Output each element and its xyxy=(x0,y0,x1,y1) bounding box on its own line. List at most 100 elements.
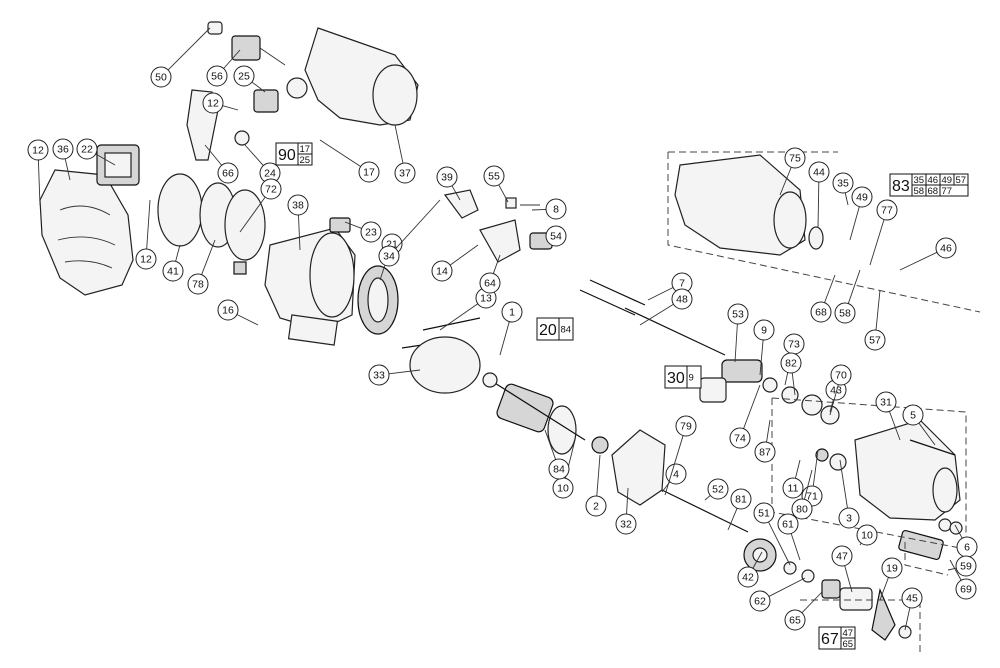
part-callout-22: 22 xyxy=(76,138,116,166)
part-callout-87: 87 xyxy=(754,419,776,463)
callout-number: 33 xyxy=(373,370,385,382)
callout-number: 9 xyxy=(761,325,767,337)
callout-number: 82 xyxy=(785,358,797,370)
callout-circle xyxy=(830,364,852,386)
callout-circle xyxy=(206,65,228,87)
part-illustrations xyxy=(39,21,963,641)
callout-leader-line xyxy=(844,192,849,206)
callout-number: 10 xyxy=(861,530,873,542)
callout-circle xyxy=(368,364,390,386)
kit-sub-number: 57 xyxy=(956,175,967,186)
callout-number: 48 xyxy=(676,294,688,306)
part-callout-16: 16 xyxy=(217,299,259,326)
handle-housing-shape xyxy=(39,169,134,296)
callout-number: 12 xyxy=(207,98,219,110)
callout-leader-line xyxy=(844,565,853,593)
callout-number: 50 xyxy=(155,72,167,84)
callout-circle xyxy=(665,463,687,485)
callout-leader-line xyxy=(344,221,362,229)
callout-circle xyxy=(360,221,382,243)
callout-number: 71 xyxy=(806,491,818,503)
callout-number: 19 xyxy=(886,563,898,575)
callout-circle xyxy=(856,524,878,546)
callout-leader-line xyxy=(439,303,479,331)
callout-leader-line xyxy=(794,459,801,479)
callout-leader-line xyxy=(223,49,241,69)
callout-number: 64 xyxy=(484,278,496,290)
part-callout-2: 2 xyxy=(585,454,607,517)
callout-circle xyxy=(754,441,776,463)
callout-circle xyxy=(483,165,505,187)
callout-number: 5 xyxy=(910,410,916,422)
kit-sub-number: 46 xyxy=(928,175,939,186)
callout-circle xyxy=(851,186,873,208)
callout-number: 2 xyxy=(593,501,599,513)
callout-leader-line xyxy=(849,206,860,241)
callout-leader-line xyxy=(167,27,211,71)
callout-number: 42 xyxy=(742,572,754,584)
armature-shape xyxy=(496,383,554,433)
callout-number: 8 xyxy=(553,204,559,216)
part-callout-6: 6 xyxy=(954,524,978,558)
callout-circle xyxy=(545,198,567,220)
callout-number: 87 xyxy=(759,447,771,459)
gear-case-shape xyxy=(611,429,666,506)
callout-number: 22 xyxy=(81,144,93,156)
part-callout-72: 72 xyxy=(239,178,282,233)
part-callout-52: 52 xyxy=(704,478,729,501)
part-callout-78: 78 xyxy=(187,239,216,295)
callout-number: 53 xyxy=(732,309,744,321)
callout-number: 61 xyxy=(782,519,794,531)
part-callout-77: 77 xyxy=(869,199,898,266)
callout-number: 79 xyxy=(680,421,692,433)
part-callout-10: 10 xyxy=(552,439,576,499)
callout-leader-line xyxy=(388,369,421,375)
callout-leader-line xyxy=(146,199,151,250)
callout-number: 52 xyxy=(712,484,724,496)
part-callout-5: 5 xyxy=(902,404,936,446)
part-callout-61: 61 xyxy=(777,513,801,561)
callout-leader-line xyxy=(875,289,881,331)
callout-number: 31 xyxy=(880,397,892,409)
part-callout-81: 81 xyxy=(727,488,752,531)
callout-circle xyxy=(780,352,802,374)
kit-sub-number: 58 xyxy=(914,186,925,197)
callout-leader-line xyxy=(734,323,738,363)
label-plate-shape xyxy=(287,314,339,346)
motor-housing-shape xyxy=(674,154,806,256)
part-callout-56: 56 xyxy=(206,49,241,87)
part-callout-64: 64 xyxy=(479,254,501,294)
kit-sub-number: 25 xyxy=(300,155,311,166)
callout-number: 7 xyxy=(679,278,685,290)
callout-leader-line xyxy=(449,244,479,266)
part-callout-3: 3 xyxy=(838,459,860,529)
callout-number: 84 xyxy=(553,464,565,476)
callout-leader-line xyxy=(839,459,848,509)
callout-circle xyxy=(217,162,239,184)
callout-number: 1 xyxy=(509,307,515,319)
kit-sub-number: 65 xyxy=(843,639,854,650)
callout-leader-line xyxy=(804,469,813,500)
callout-circle xyxy=(187,273,209,295)
callout-number: 70 xyxy=(835,370,847,382)
callout-circle xyxy=(777,513,799,535)
part-callout-10: 10 xyxy=(856,524,878,546)
callout-circle xyxy=(864,329,886,351)
kit-sub-number: 84 xyxy=(561,325,572,336)
callout-leader-line xyxy=(664,435,684,496)
part-callout-1: 1 xyxy=(499,301,523,356)
callout-number: 56 xyxy=(211,71,223,83)
part-callout-35: 35 xyxy=(832,172,854,206)
callout-leader-line xyxy=(37,159,41,206)
callout-leader-line xyxy=(889,411,901,441)
kit-main-number: 30 xyxy=(667,370,685,387)
part-callout-59: 59 xyxy=(947,555,977,577)
callout-number: 51 xyxy=(758,508,770,520)
callout-circle xyxy=(202,92,224,114)
callout-circle xyxy=(436,166,458,188)
part-callout-68: 68 xyxy=(810,274,836,323)
callout-circle xyxy=(831,545,853,567)
callout-circle xyxy=(808,161,830,183)
callout-leader-line xyxy=(801,591,823,614)
